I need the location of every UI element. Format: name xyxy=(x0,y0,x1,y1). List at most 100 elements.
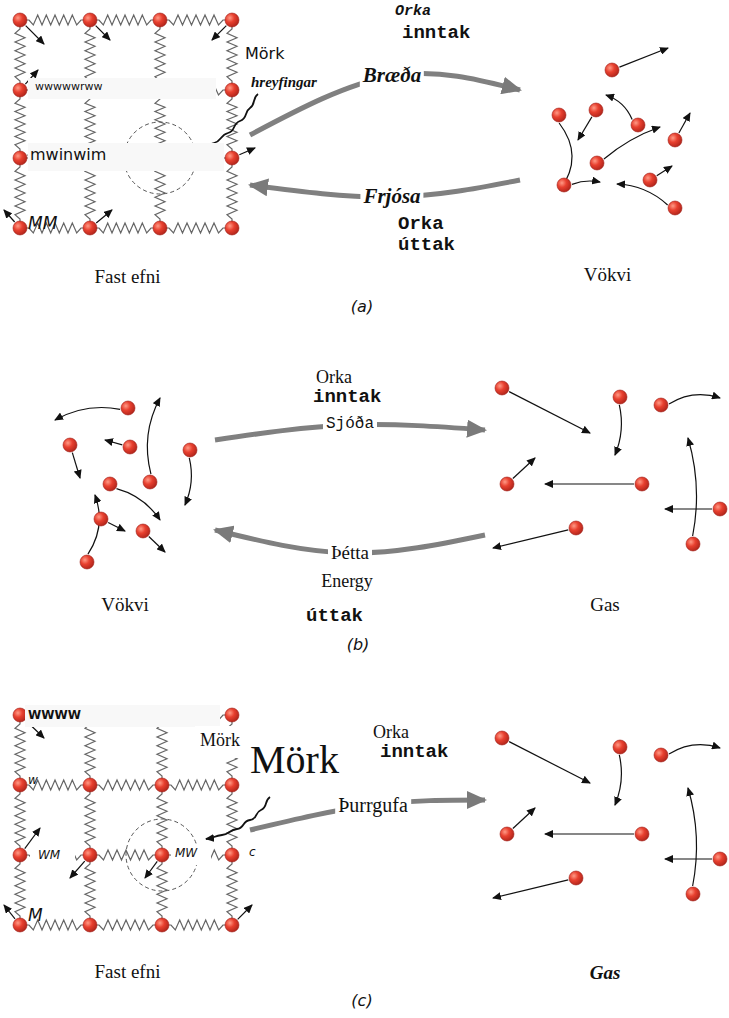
motion-arrow xyxy=(665,858,712,859)
motion-arrow xyxy=(679,113,690,133)
motion-arrow xyxy=(212,26,226,40)
particle xyxy=(668,201,682,215)
spring xyxy=(85,26,95,84)
text-label: WWWW xyxy=(28,709,81,722)
particle xyxy=(13,83,27,97)
motion-arrow xyxy=(606,95,632,120)
particle xyxy=(654,748,668,762)
spring xyxy=(227,791,237,849)
spring xyxy=(157,791,167,849)
motion-arrow xyxy=(4,210,15,222)
spring xyxy=(96,15,154,25)
particle xyxy=(63,438,77,452)
text-label: c xyxy=(249,846,256,859)
motion-arrow xyxy=(669,395,720,404)
motion-arrow xyxy=(72,453,80,478)
text-label: inntak xyxy=(313,387,381,408)
particle xyxy=(225,83,239,97)
particle xyxy=(13,151,27,165)
motion-arrow xyxy=(116,489,160,520)
particle xyxy=(153,221,167,235)
particle xyxy=(155,848,169,862)
spring xyxy=(96,223,154,233)
motion-arrow xyxy=(509,742,590,783)
state-caption: Fast efni xyxy=(95,961,161,987)
state-caption: Gas xyxy=(590,594,620,620)
motion-arrow xyxy=(96,210,112,223)
spring xyxy=(15,26,25,84)
spring xyxy=(227,861,237,919)
transition-label: Þurrgufa xyxy=(335,794,411,816)
motion-arrow xyxy=(578,117,592,140)
spring xyxy=(15,861,25,919)
particle xyxy=(225,708,239,722)
motion-arrow xyxy=(238,905,252,919)
motion-arrow xyxy=(619,48,668,67)
dashed-circle xyxy=(126,819,198,891)
particle xyxy=(80,555,94,569)
particle xyxy=(713,502,727,516)
text-label: wwwwwrww xyxy=(35,81,103,93)
particle xyxy=(13,848,27,862)
motion-arrow xyxy=(509,392,590,433)
spring xyxy=(157,861,167,919)
particle xyxy=(103,477,117,491)
particle xyxy=(557,178,571,192)
particle xyxy=(155,918,169,932)
motion-arrow xyxy=(493,530,568,548)
motion-arrow xyxy=(513,458,535,479)
particle xyxy=(13,13,27,27)
particle xyxy=(83,778,97,792)
text-label: Orka xyxy=(398,214,444,235)
particle xyxy=(83,221,97,235)
particle xyxy=(94,512,108,526)
motion-arrow xyxy=(108,523,125,531)
particle xyxy=(83,848,97,862)
wiggle-arrow xyxy=(198,94,258,149)
particle xyxy=(136,524,150,538)
motion-arrow xyxy=(147,398,160,474)
spring xyxy=(155,26,165,84)
spring xyxy=(26,15,84,25)
particle xyxy=(225,778,239,792)
white-patch xyxy=(28,78,216,99)
particle xyxy=(668,133,682,147)
particle xyxy=(589,103,603,117)
motion-arrow xyxy=(55,408,120,420)
text-label: úttak xyxy=(306,606,363,627)
text-label: w xyxy=(28,774,38,787)
particle xyxy=(605,63,619,77)
spring xyxy=(168,920,226,930)
spring xyxy=(15,96,25,152)
springs xyxy=(15,15,237,930)
particle xyxy=(153,13,167,27)
spring xyxy=(157,721,167,779)
particle xyxy=(123,440,137,454)
motion-arrow xyxy=(688,788,697,886)
state-caption: Gas xyxy=(590,962,621,988)
state-caption: Vökvi xyxy=(584,264,632,290)
particle xyxy=(643,173,657,187)
spring xyxy=(166,223,226,233)
particle xyxy=(13,778,27,792)
particle xyxy=(635,827,649,841)
particle xyxy=(631,118,645,132)
state-region: Vökvi xyxy=(520,35,695,290)
particle xyxy=(225,918,239,932)
white-patches xyxy=(25,78,264,865)
motion-arrow xyxy=(545,483,634,484)
white-patch xyxy=(30,845,75,865)
particle xyxy=(569,871,583,885)
spring xyxy=(15,164,25,222)
particle xyxy=(686,887,700,901)
particle xyxy=(613,740,627,754)
motion-arrow xyxy=(96,26,110,40)
spring xyxy=(155,164,165,222)
motion-arrow xyxy=(493,880,568,898)
wiggle-arrow xyxy=(206,797,270,839)
text-label: (c) xyxy=(351,992,372,1010)
spring xyxy=(15,791,25,849)
text-label: Orka xyxy=(373,723,409,743)
motion-arrow xyxy=(615,755,621,805)
